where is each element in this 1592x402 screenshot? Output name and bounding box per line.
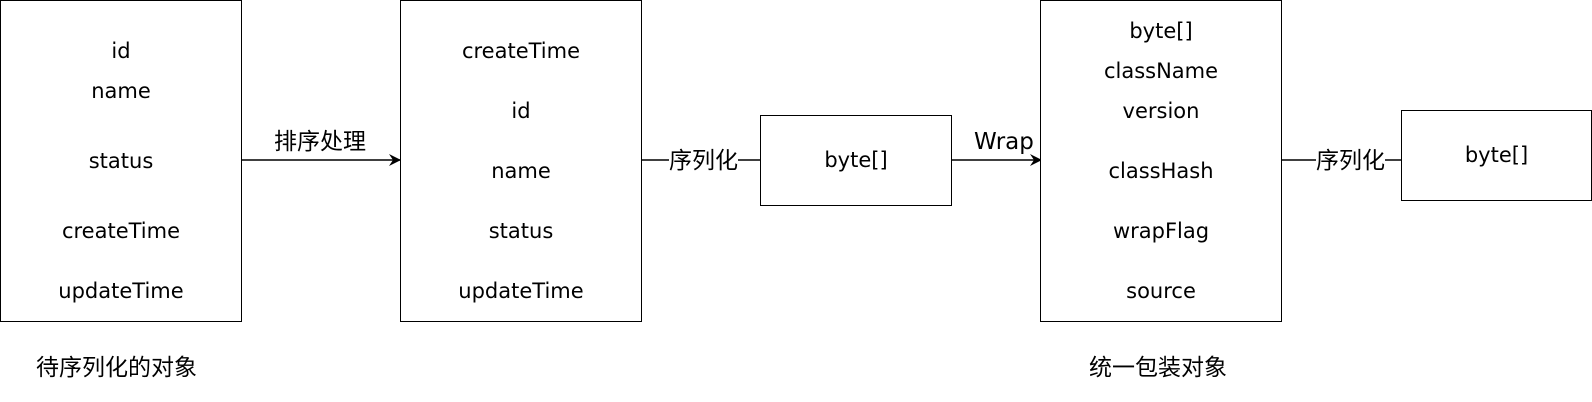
node-source-object[interactable]: id name status createTime updateTime (0, 0, 242, 322)
field-name: name (91, 79, 151, 103)
field-bytes: byte[] (1464, 143, 1529, 167)
field-update-time: updateTime (58, 279, 184, 303)
node-bytes-2[interactable]: byte[] (1401, 110, 1592, 201)
field-id: id (111, 39, 131, 63)
field-status: status (88, 149, 154, 173)
field-class-name: className (1103, 59, 1219, 83)
field-bytes: byte[] (824, 148, 888, 172)
edge-serialize-2-label: 序列化 (1316, 147, 1385, 175)
field-create-time: createTime (61, 219, 181, 243)
field-wrap-flag: wrapFlag (1112, 219, 1210, 243)
edge-wrap-label: Wrap (974, 129, 1034, 155)
field-class-hash: classHash (1108, 159, 1214, 183)
field-source: source (1126, 279, 1196, 303)
field-status: status (488, 219, 554, 243)
field-version: version (1122, 99, 1200, 123)
node-sorted-object[interactable]: createTime id name status updateTime (400, 0, 642, 322)
field-id: id (511, 99, 531, 123)
field-bytes: byte[] (1129, 19, 1193, 43)
field-name: name (491, 159, 551, 183)
field-update-time: updateTime (458, 279, 584, 303)
wrapper-object-caption: 统一包装对象 (1089, 355, 1227, 381)
source-object-caption: 待序列化的对象 (36, 355, 197, 381)
edge-sort-label: 排序处理 (274, 129, 366, 155)
node-bytes-1[interactable]: byte[] (760, 115, 952, 206)
edge-serialize-1-label: 序列化 (669, 147, 738, 175)
node-wrapper-object[interactable]: byte[] className version classHash wrapF… (1040, 0, 1282, 322)
field-create-time: createTime (461, 39, 581, 63)
